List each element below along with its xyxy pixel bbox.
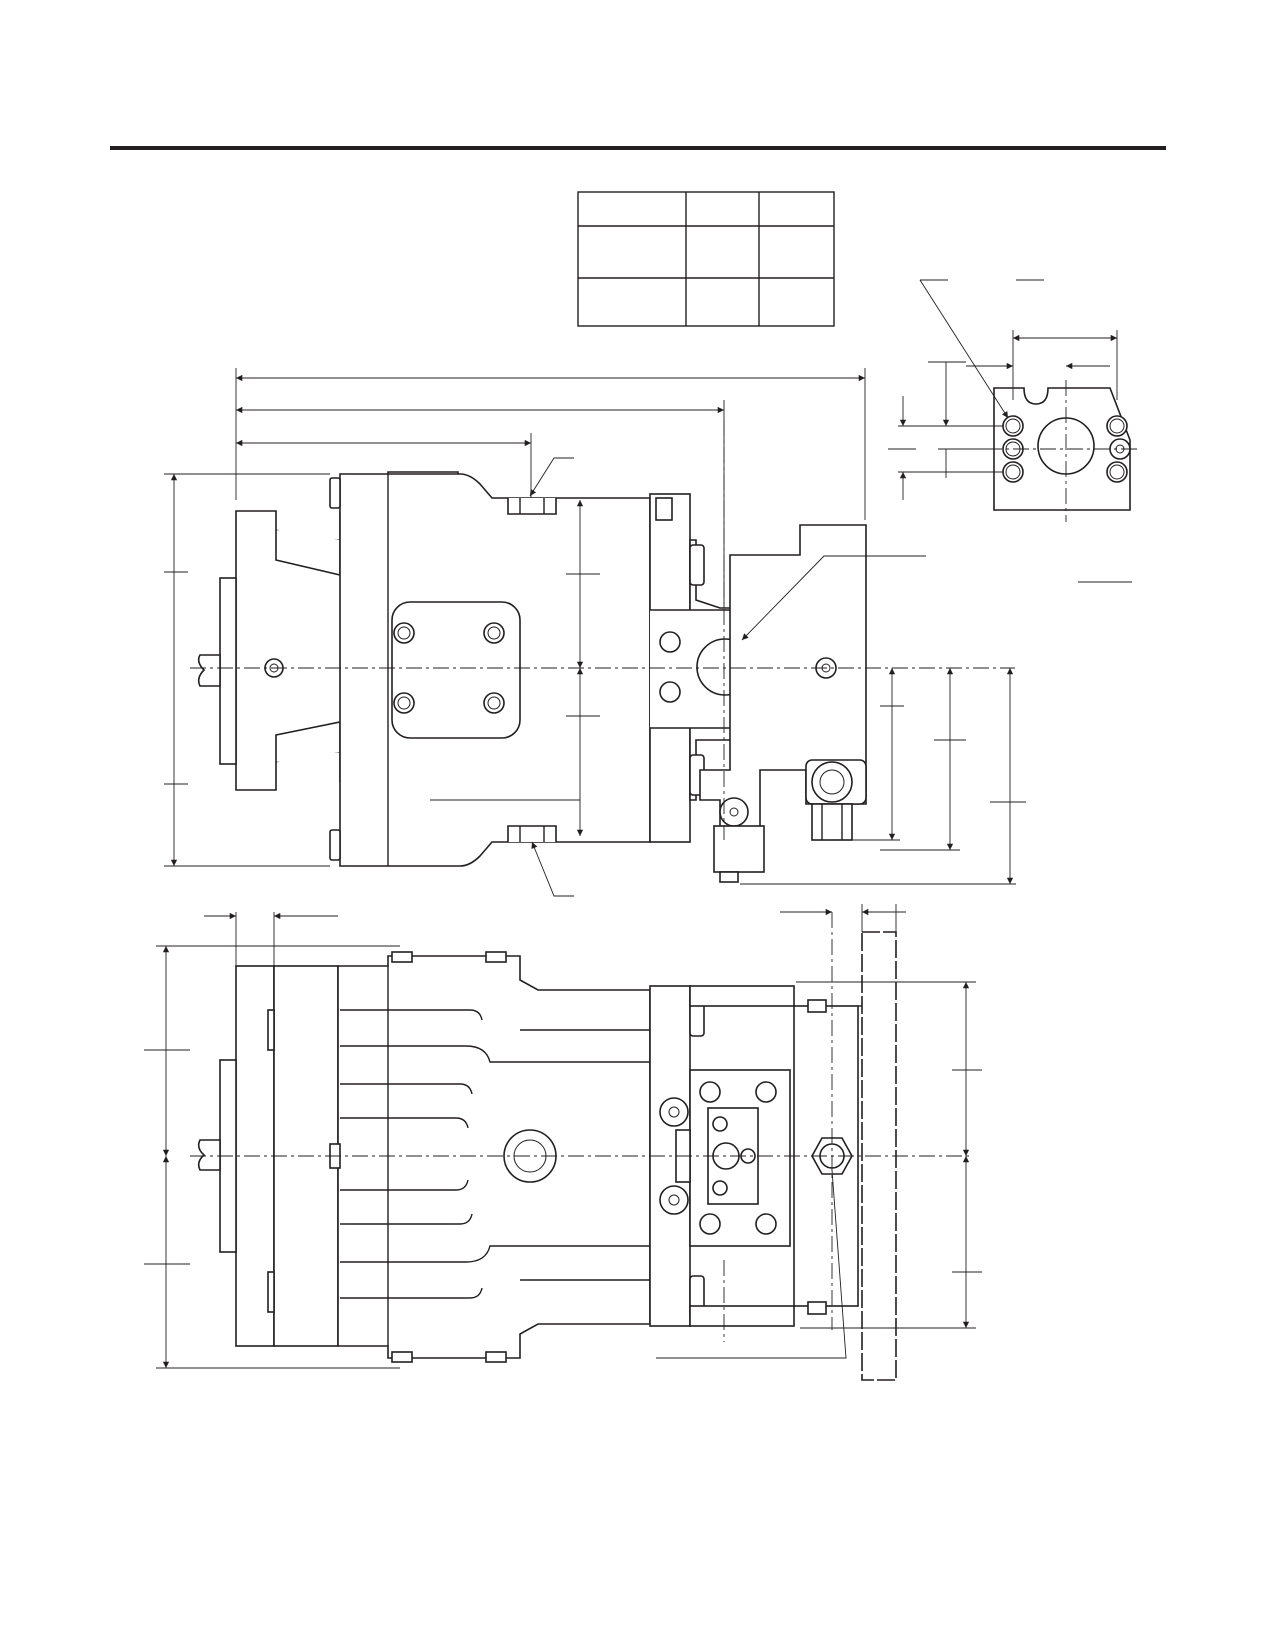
pump-housing	[264, 473, 651, 867]
leader-lines	[529, 457, 1132, 897]
dimension-table-frame	[577, 191, 835, 327]
housing-fins	[340, 1009, 650, 1299]
drive-shaft	[197, 654, 221, 687]
center-lines	[190, 420, 1015, 840]
height-dimensions-right	[740, 668, 1026, 885]
height-dimensions-left	[164, 473, 600, 867]
header-rule	[110, 146, 1166, 150]
